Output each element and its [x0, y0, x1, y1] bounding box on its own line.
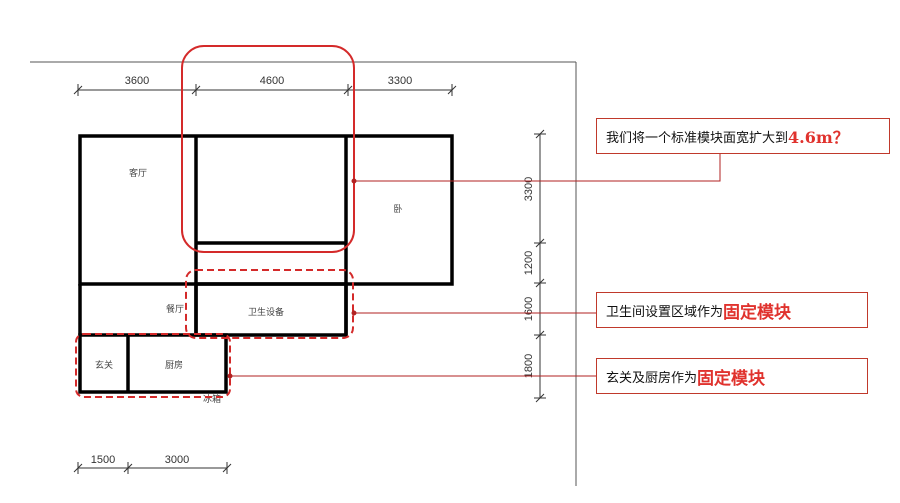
- room-label-bathroom: 卫生设备: [248, 306, 284, 318]
- dim-top-1: 3600: [125, 75, 149, 87]
- right-dimension-line: [534, 129, 546, 403]
- room-label-living: 客厅: [129, 167, 147, 179]
- dim-top-2: 4600: [260, 75, 284, 87]
- callout-1-text: 我们将一个标准模块面宽扩大到: [606, 130, 789, 146]
- dim-right-3: 1600: [523, 297, 535, 321]
- callout-3-text: 玄关及厨房作为: [606, 370, 698, 386]
- entrance-kitchen-highlight-dashed: [75, 333, 231, 398]
- dim-bottom-2: 3000: [165, 454, 189, 466]
- callout-2-highlight: 固定模块: [723, 302, 792, 323]
- bathroom-highlight-dashed: [185, 269, 354, 339]
- callout-bathroom-module: 卫生间设置区域作为固定模块: [596, 292, 868, 328]
- leader-dot-1: [351, 178, 357, 184]
- module-highlight-solid: [181, 45, 355, 253]
- room-label-fridge: 冰箱: [203, 393, 221, 405]
- room-label-entrance: 玄关: [95, 359, 113, 371]
- dim-right-4: 1800: [523, 354, 535, 378]
- leader-dot-2: [351, 310, 357, 316]
- dim-right-1: 3300: [523, 177, 535, 201]
- leader-dot-3: [227, 373, 233, 379]
- top-dimension-line: [73, 84, 457, 96]
- callout-2-text: 卫生间设置区域作为: [606, 304, 724, 320]
- bottom-dimension-line: [73, 462, 232, 474]
- dim-top-3: 3300: [388, 75, 412, 87]
- room-label-kitchen: 厨房: [165, 359, 183, 371]
- dim-bottom-1: 1500: [91, 454, 115, 466]
- page-frame: [30, 61, 577, 486]
- callout-1-highlight: 4.6m？: [788, 128, 849, 147]
- callout-3-highlight: 固定模块: [697, 368, 766, 389]
- callout-entrance-kitchen-module: 玄关及厨房作为固定模块: [596, 358, 868, 394]
- dim-right-2: 1200: [523, 251, 535, 275]
- leader-line-1: [354, 152, 721, 182]
- bathroom-wall: [194, 282, 348, 337]
- room-label-bedroom: 卧: [393, 203, 402, 215]
- leader-lines: [227, 152, 721, 379]
- room-label-dining: 餐厅: [166, 303, 184, 315]
